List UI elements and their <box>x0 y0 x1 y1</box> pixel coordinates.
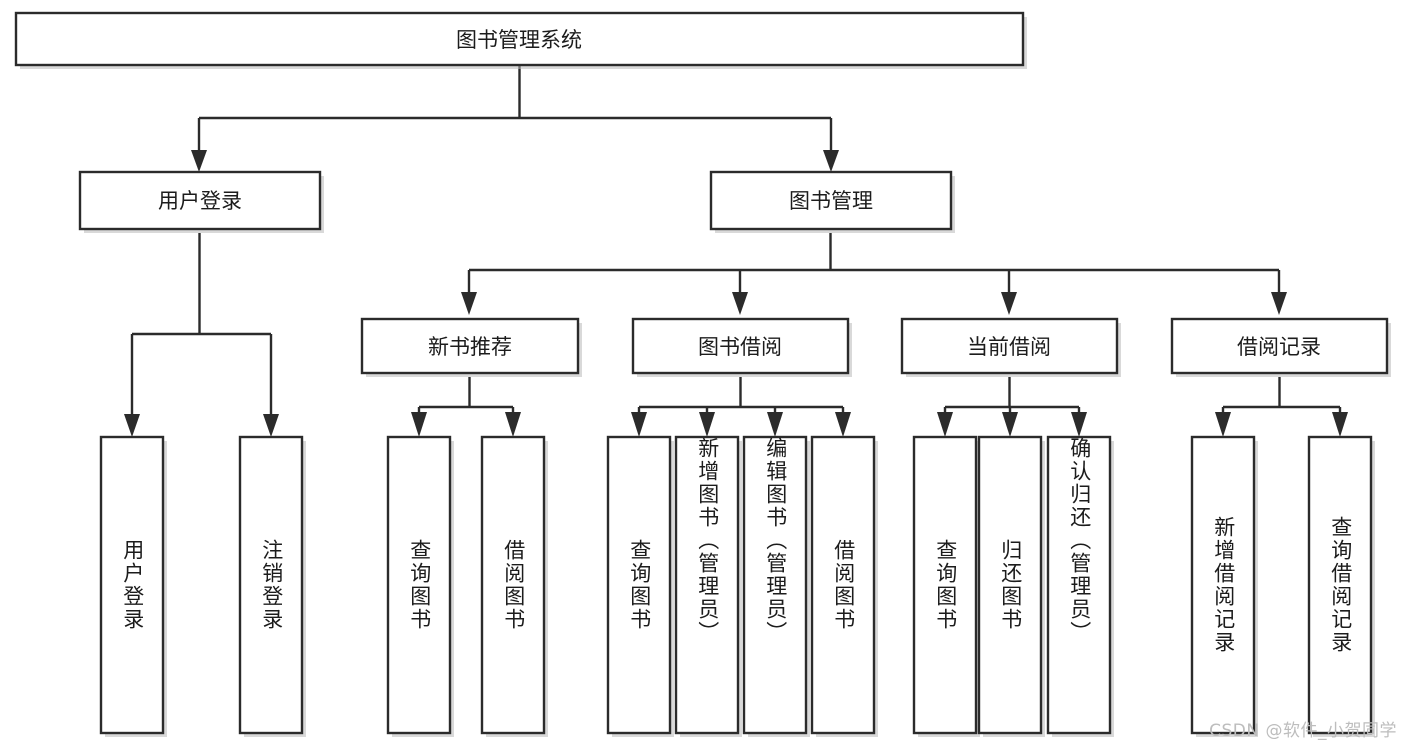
leaf-box-nb-query-book[interactable] <box>386 435 452 735</box>
edge-layer <box>124 65 1348 437</box>
leaf-box-bb-query-book[interactable] <box>606 435 672 735</box>
node-book-borrow-box[interactable] <box>631 317 850 375</box>
leaf-box-cb-query-book[interactable] <box>912 435 978 735</box>
node-book-manage-box[interactable] <box>709 170 953 231</box>
arrow-head-cb-leaf-1 <box>937 412 953 437</box>
leaf-box-nb-borrow-book[interactable] <box>480 435 546 735</box>
node-book-borrow-label: 图书借阅 <box>698 335 782 359</box>
node-borrow-record-label: 借阅记录 <box>1237 335 1321 359</box>
leaf-box-br-query-record[interactable] <box>1307 435 1373 735</box>
leaf-box-bb-borrow-book[interactable] <box>810 435 876 735</box>
leaf-box-bb-add-book[interactable] <box>674 435 740 735</box>
arrow-head-nb-leaf-1 <box>411 412 427 437</box>
leaf-box-bb-edit-book[interactable] <box>742 435 808 735</box>
arrow-head-cb-leaf-2 <box>1002 412 1018 437</box>
arrow-head-new-book <box>461 292 477 315</box>
node-current-borrow-box[interactable] <box>900 317 1119 375</box>
root-node-label: 图书管理系统 <box>456 28 582 52</box>
leaf-box-user-login[interactable] <box>99 435 165 735</box>
arrow-head-leaf-user-login <box>124 414 140 437</box>
node-current-borrow-label: 当前借阅 <box>967 335 1051 359</box>
arrow-head-br-leaf-2 <box>1332 412 1348 437</box>
arrow-head-book-manage <box>823 150 839 172</box>
root-node-box[interactable] <box>14 11 1025 67</box>
arrow-head-nb-leaf-2 <box>505 412 521 437</box>
leaf-box-logout[interactable] <box>238 435 304 735</box>
csdn-watermark: CSDN @软件_小贺同学 <box>1209 721 1397 741</box>
arrow-head-bb-leaf-1 <box>631 412 647 437</box>
leaf-box-cb-confirm-return[interactable] <box>1046 435 1112 735</box>
arrow-head-current-borrow <box>1001 292 1017 315</box>
leaf-box-cb-return-book[interactable] <box>977 435 1043 735</box>
arrow-head-user-login <box>191 150 207 172</box>
arrow-head-bb-leaf-3 <box>767 412 783 437</box>
node-user-login-box[interactable] <box>78 170 322 231</box>
arrow-head-book-borrow <box>732 292 748 315</box>
node-new-book-label: 新书推荐 <box>428 335 512 359</box>
arrow-head-leaf-logout <box>263 414 279 437</box>
node-borrow-record-box[interactable] <box>1170 317 1389 375</box>
node-new-book-box[interactable] <box>360 317 580 375</box>
node-book-manage-label: 图书管理 <box>789 189 873 213</box>
leaf-box-br-add-record[interactable] <box>1190 435 1256 735</box>
arrow-head-bb-leaf-2 <box>699 412 715 437</box>
arrow-head-bb-leaf-4 <box>835 412 851 437</box>
node-user-login-label: 用户登录 <box>158 189 242 213</box>
arrow-head-br-leaf-1 <box>1215 412 1231 437</box>
arrow-head-cb-leaf-3 <box>1071 412 1087 437</box>
node-layer: 图书管理系统 用户登录 图书管理 新书推荐 图书借阅 当前借阅 借阅记录 <box>14 11 1391 737</box>
arrow-head-borrow-record <box>1271 292 1287 315</box>
